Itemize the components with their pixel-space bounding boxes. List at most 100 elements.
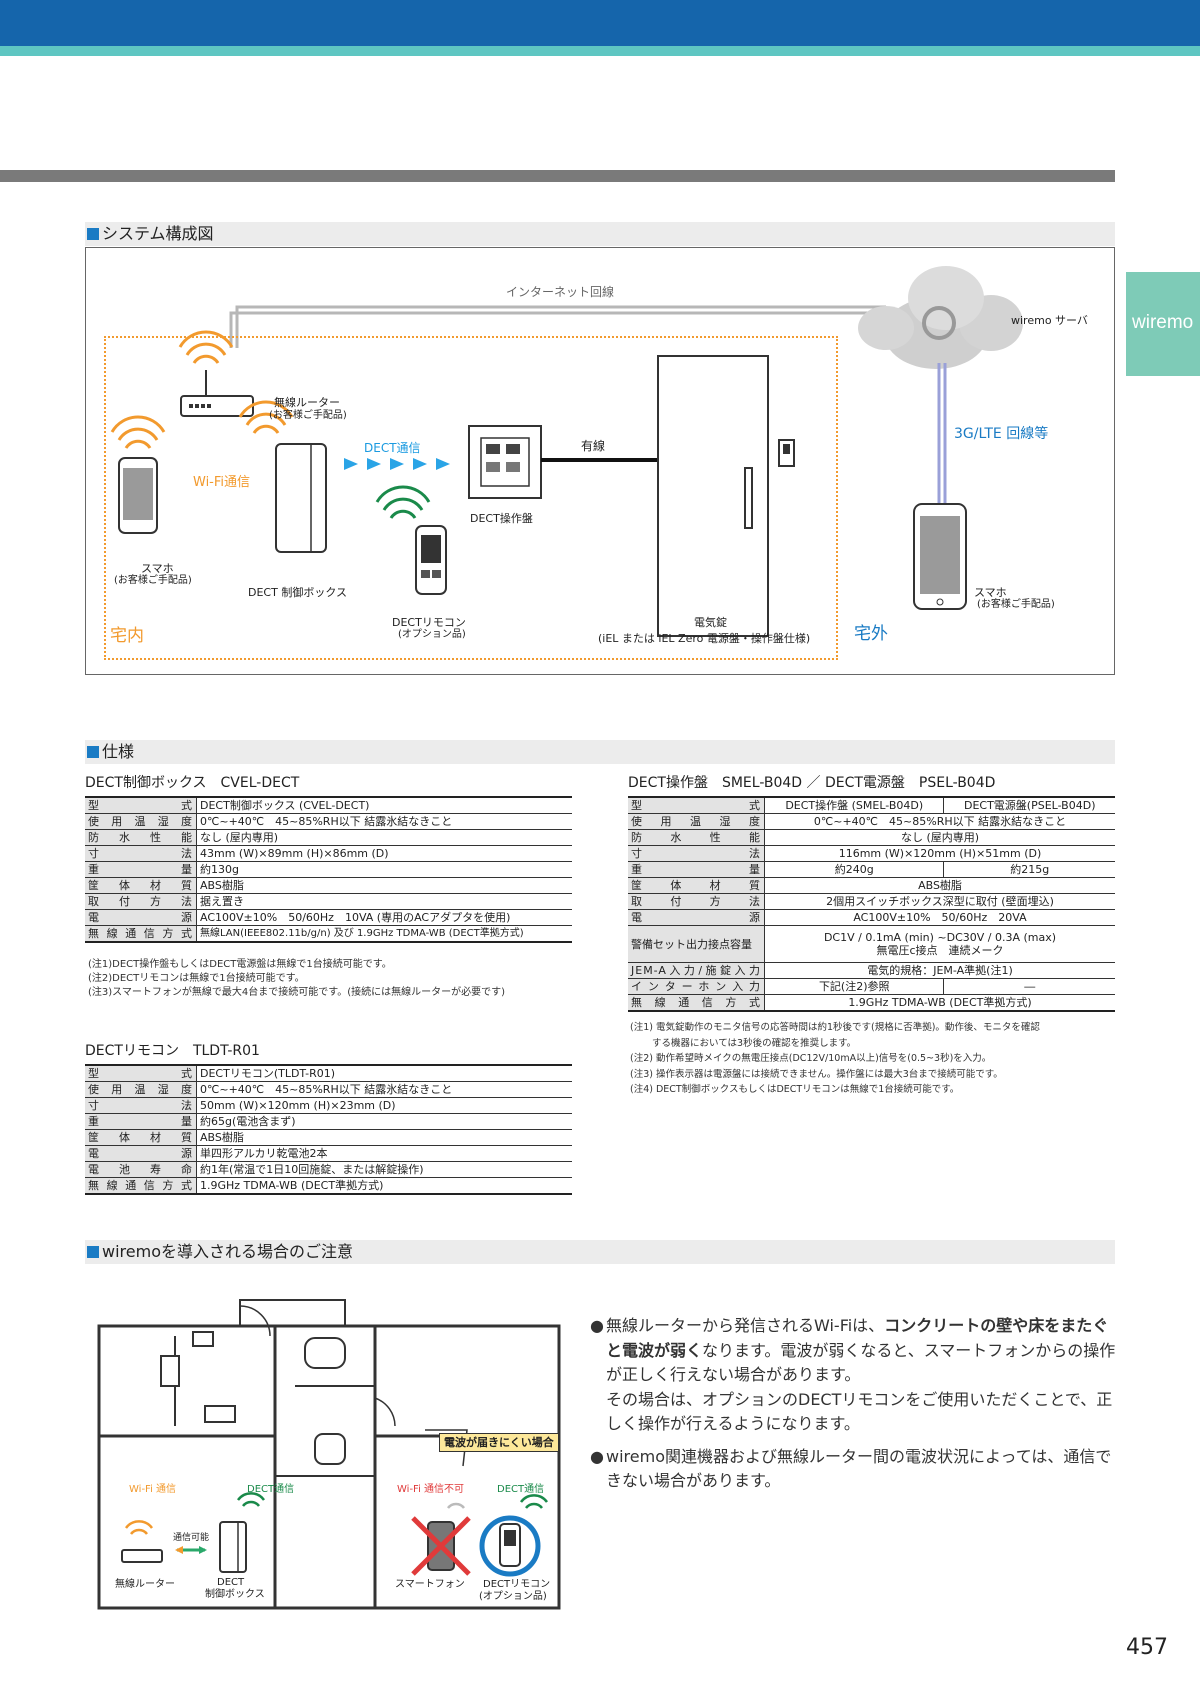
table-row: 電源単四形アルカリ乾電池2本 [85,1145,572,1162]
box-spec-notes: (注1)DECT操作盤もしくはDECT電源盤は無線で1台接続可能です。(注2)D… [88,958,505,1000]
wifi-comm-label: Wi-Fi通信 [193,475,251,490]
text: (注4) DECT制御ボックスもしくはDECTリモコンは無線で1台接続可能です。 [630,1084,960,1095]
control-box-icon [219,1492,266,1573]
text: 無電圧c接点 連続メーク [876,944,1004,957]
phone-label: スマホ [974,586,1007,599]
cloud-icon [858,266,1023,369]
router-icon [178,330,254,417]
text: 無線ルーターから発信されるWi-Fiは、 [606,1316,885,1335]
side-tab-label: wiremo [1132,312,1194,333]
table-key-cell: 無線通信方式 [85,1177,197,1195]
wifi-comm-label: Wi-Fi 通信 [129,1484,177,1495]
table-key-cell: 取付方法 [628,893,765,910]
table-key-cell: 重量 [628,861,765,878]
table-key-cell: 電源 [85,1145,197,1162]
table-cell: DECT制御ボックス (CVEL-DECT) [196,796,572,814]
table-cell: 据え置き [196,893,572,910]
floor-plan-graphics [97,1299,561,1610]
table-row: 無線通信方式無線LAN(IEEE802.11b/g/n) 及び 1.9GHz T… [85,925,572,943]
text: (注2) 動作希望時メイクの無電圧接点(DC12V/10mA以上)信号を(0.5… [630,1053,992,1064]
text: システム構成図 [102,224,214,243]
phone-label: スマートフォン [395,1579,465,1590]
table-key-cell: 筐体材質 [85,877,197,894]
table-row: 取付方法据え置き [85,893,572,910]
table-row: インターホン入力下記(注2)参照― [628,978,1115,995]
table-key-cell: 電池寿命 [85,1161,197,1178]
table-cell: 約65g(電池含まず) [196,1113,572,1130]
table-key-cell: 使用温湿度 [85,813,197,830]
control-box-label: DECT [217,1577,245,1588]
table-cell: 単四形アルカリ乾電池2本 [196,1145,572,1162]
wired-label: 有線 [581,439,606,453]
dect-panel-icon [468,425,542,499]
door-icon [657,355,795,637]
text: 仕様 [102,742,135,761]
table-key-cell: 筐体材質 [85,1129,197,1146]
bullet-icon: ● [590,1446,604,1466]
box-spec-title: DECT制御ボックス CVEL-DECT [85,775,300,791]
caution-item-2: ● wiremo関連機器および無線ルーター間の電波状況によっては、通信できない場… [590,1445,1120,1494]
remote-icon [479,1494,549,1577]
table-key-cell: 寸法 [628,845,765,862]
floor-plan: 電波が届きにくい場合 Wi-Fi 通信 DECT通信 Wi-Fi 通信不可 DE… [95,1296,565,1612]
table-cell: 約130g [196,861,572,878]
text: する機器においては3秒後の確認を推奨します。 [630,1037,857,1049]
side-tab[interactable]: wiremo [1126,272,1200,376]
table-cell: 43mm (W)×89mm (H)×86mm (D) [196,845,572,862]
connectable-label: 通信可能 [173,1533,210,1543]
table-key-cell: 無線通信方式 [85,925,197,943]
table-key-cell: 使用温湿度 [85,1081,197,1098]
table-key-cell: 重量 [85,1113,197,1130]
table-key-cell: 使用温湿度 [628,813,765,830]
text: (注2)DECTリモコンは無線で1台接続可能です。 [88,973,305,984]
lte-label: 3G/LTE 回線等 [954,426,1049,442]
table-key-cell: 重量 [85,861,197,878]
smartphone-icon [110,415,166,534]
text: DC1V / 0.1mA (min) ~DC30V / 0.3A (max) [823,931,1057,944]
control-box-label: 制御ボックス [205,1589,265,1600]
system-diagram: インターネット回線 wiremo サーバ 3G/LTE 回線等 無線ルーター (… [85,247,1115,675]
header-bar [0,0,1200,46]
table-row: 防水性能なし (屋内専用) [85,829,572,846]
table-cell: なし (屋内専用) [764,829,1115,846]
server-label: wiremo サーバ [1011,314,1088,327]
table-key-cell: 型式 [85,1064,197,1082]
router-label: 無線ルーター [115,1579,175,1590]
caution-notes: ● 無線ルーターから発信されるWi-Fiは、コンクリートの壁や床をまたぐと電波が… [590,1314,1120,1494]
table-key-cell: インターホン入力 [628,978,765,995]
table-cell: DC1V / 0.1mA (min) ~DC30V / 0.3A (max)無電… [764,925,1115,963]
table-cell: DECT電源盤(PSEL-B04D) [943,796,1115,814]
outdoor-label: 宅外 [854,624,888,644]
panel-spec-title: DECT操作盤 SMEL-B04D ／ DECT電源盤 PSEL-B04D [628,775,996,791]
table-cell: 下記(注2)参照 [764,978,945,995]
table-key-cell: JEM-A入力/施錠入力 [628,962,765,979]
panel-spec-notes: (注1) 電気錠動作のモニタ信号の応答時間は約1秒後です(規格に否準拠)。動作後… [630,1020,1040,1098]
text: コンクリートの壁や床をまたぐと電波が弱く [606,1316,1109,1360]
square-bullet-icon [87,746,99,758]
table-cell: 約1年(常温で1日10回施錠、または解錠操作) [196,1161,572,1178]
dect-arrows [344,458,450,470]
control-box-icon [238,400,327,553]
wifi-ng-label: Wi-Fi 通信不可 [397,1484,465,1495]
page-number: 457 [1126,1635,1168,1660]
table-cell: 0℃~+40℃ 45~85%RH以下 結露氷結なきこと [764,813,1115,830]
lock-sublabel: (iEL または iEL Zero 電源盤・操作盤仕様) [598,632,811,645]
smartphone-icon [411,1502,471,1576]
text: なります。電波が弱くなると、スマートフォンからの操作が正しく行えない場合がありま… [606,1340,1116,1385]
table-cell: ABS樹脂 [196,877,572,894]
table-row: 重量約65g(電池含まず) [85,1113,572,1130]
table-key-cell: 取付方法 [85,893,197,910]
